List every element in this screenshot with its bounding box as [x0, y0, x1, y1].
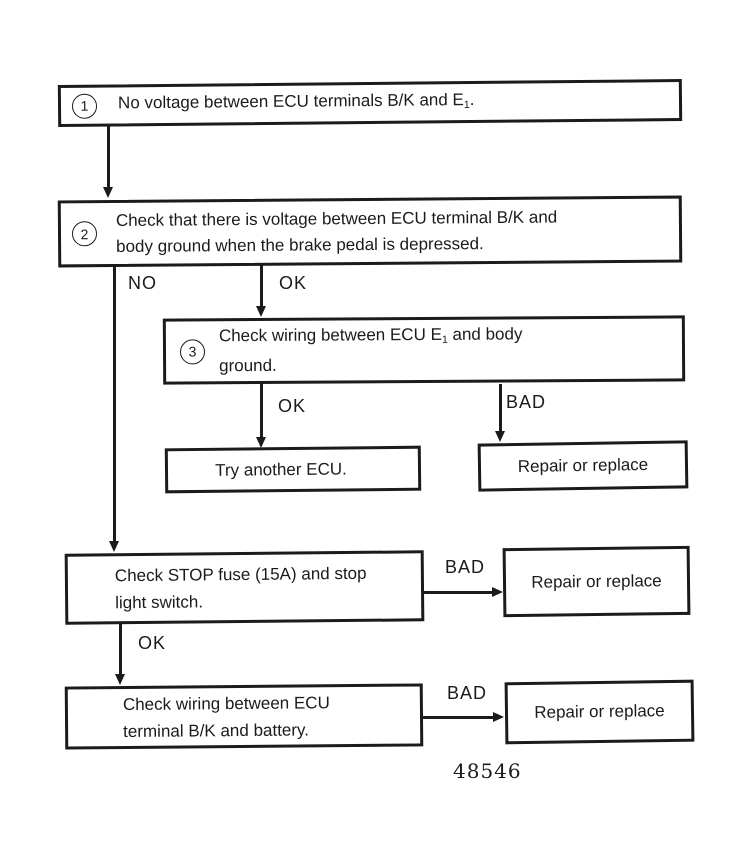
- ok-branch-label-1: OK: [279, 273, 308, 293]
- step-number-badge-3: 3: [179, 338, 206, 364]
- arrowhead-bad-branch-3: [493, 712, 504, 722]
- bad-branch-line-1: [499, 384, 502, 432]
- stop-fuse-text: Check STOP fuse (15A) and stop light swi…: [115, 559, 422, 616]
- no-branch-label: NO: [128, 273, 157, 293]
- step2-line2: body ground when the brake pedal is depr…: [116, 233, 484, 256]
- arrowhead-bad-branch-2: [492, 587, 503, 597]
- ok-branch-line-3: [119, 623, 122, 675]
- connector-step1-step2: [107, 124, 110, 188]
- ok-branch-label-2: OK: [278, 396, 307, 416]
- wiring-battery-line2: terminal B/K and battery.: [123, 719, 310, 741]
- arrowhead-ok-branch-1: [256, 306, 266, 317]
- step3-line1-post: and body: [447, 323, 523, 344]
- step3-line1: Check wiring between ECU E1 and body: [219, 320, 682, 354]
- repair-3-text: Repair or replace: [534, 701, 665, 722]
- wiring-battery-line1: Check wiring between ECU: [122, 692, 330, 714]
- arrowhead-ok-branch-2: [256, 437, 266, 448]
- step2-text: Check that there is voltage between ECU …: [116, 203, 679, 259]
- repair-2-text: Repair or replace: [531, 570, 662, 592]
- step1-text-post: .: [469, 89, 475, 109]
- bad-branch-label-3: BAD: [447, 683, 488, 703]
- try-ecu-text: Try another ECU.: [215, 458, 347, 480]
- ok-branch-line-1: [260, 265, 263, 307]
- repair-box-2: Repair or replace: [502, 545, 691, 618]
- step3-line2: ground.: [219, 356, 277, 376]
- bad-branch-line-3: [423, 716, 494, 719]
- ok-branch-line-2: [260, 383, 263, 438]
- step1-text-pre: No voltage between ECU terminals B/K and…: [117, 89, 464, 112]
- ok-branch-label-3: OK: [138, 633, 167, 653]
- step1-box: 1 No voltage between ECU terminals B/K a…: [57, 79, 683, 127]
- bad-branch-label-2: BAD: [445, 557, 486, 577]
- wiring-battery-text: Check wiring between ECU terminal B/K an…: [123, 688, 420, 745]
- repair-box-3: Repair or replace: [504, 679, 695, 745]
- arrowhead-bad-branch-1: [495, 431, 505, 442]
- repair-1-text: Repair or replace: [517, 454, 649, 477]
- no-branch-line: [113, 265, 116, 542]
- repair-box-1: Repair or replace: [477, 440, 689, 492]
- wiring-battery-box: Check wiring between ECU terminal B/K an…: [64, 683, 424, 750]
- stop-fuse-line1: Check STOP fuse (15A) and stop: [114, 563, 367, 585]
- figure-number: 48546: [453, 759, 522, 783]
- arrowhead-no-branch: [109, 541, 119, 552]
- step-number-badge-2: 2: [71, 221, 98, 247]
- stop-fuse-line2: light switch.: [115, 591, 204, 612]
- bad-branch-line-2: [424, 591, 493, 594]
- arrowhead-ok-branch-3: [115, 674, 125, 685]
- step3-line1-pre: Check wiring between ECU E: [218, 324, 442, 345]
- arrowhead-step1-step2: [103, 187, 113, 198]
- step3-box: 3 Check wiring between ECU E1 and body g…: [162, 315, 686, 385]
- bad-branch-label-1: BAD: [506, 392, 547, 412]
- step2-box: 2 Check that there is voltage between EC…: [57, 195, 683, 268]
- step3-text: Check wiring between ECU E1 and body gro…: [219, 320, 682, 380]
- step-number-badge-1: 1: [71, 93, 98, 119]
- step1-text: No voltage between ECU terminals B/K and…: [118, 85, 679, 121]
- stop-fuse-box: Check STOP fuse (15A) and stop light swi…: [64, 550, 425, 625]
- try-ecu-box: Try another ECU.: [164, 445, 422, 494]
